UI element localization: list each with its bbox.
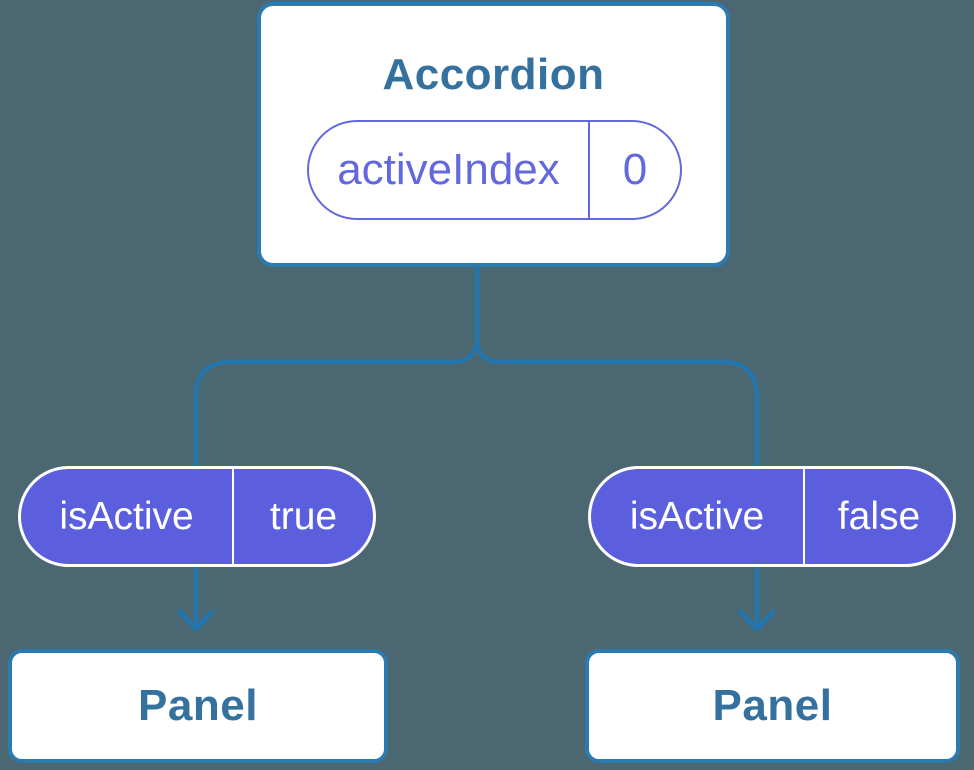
accordion-node: Accordion activeIndex 0 — [257, 2, 730, 267]
prop-pill-isactive-true: isActive true — [18, 466, 376, 567]
panel-node-title: Panel — [138, 681, 258, 730]
state-pill-activeindex: activeIndex 0 — [307, 120, 682, 220]
arrow-down-icon — [738, 609, 776, 632]
prop-pill-isactive-false: isActive false — [588, 466, 956, 567]
panel-node-left: Panel — [8, 649, 388, 763]
panel-node-title: Panel — [712, 681, 833, 730]
panel-node-right: Panel — [585, 649, 960, 763]
connector-right-branch — [474, 267, 760, 626]
prop-pill-value: true — [269, 494, 338, 538]
state-pill-label: activeIndex — [309, 122, 590, 218]
prop-pill-label: isActive — [591, 469, 805, 564]
prop-pill-value: false — [837, 494, 921, 538]
state-pill-value: 0 — [622, 145, 648, 194]
arrow-down-icon — [177, 609, 215, 632]
connector-left-branch — [193, 267, 480, 626]
accordion-node-title: Accordion — [382, 50, 605, 99]
prop-pill-label: isActive — [21, 469, 234, 564]
